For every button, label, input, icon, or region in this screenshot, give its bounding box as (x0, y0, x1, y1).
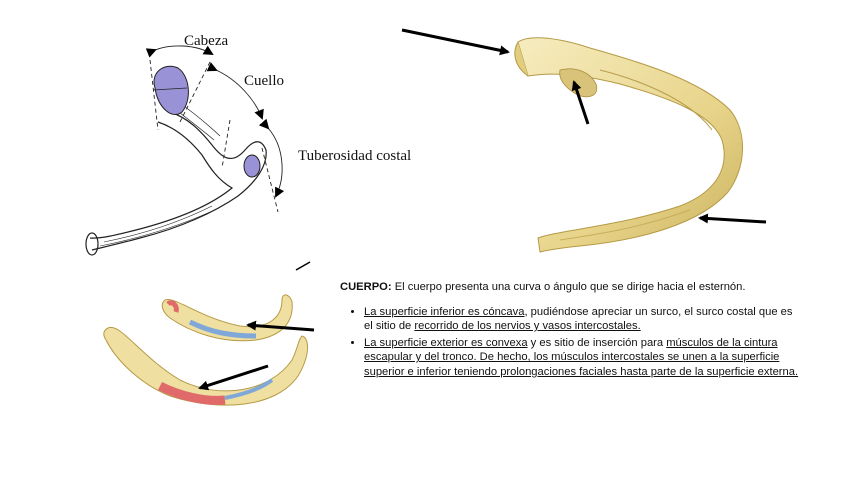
body-heading: CUERPO: El cuerpo presenta una curva o á… (340, 280, 804, 295)
arrow-tubercle (571, 80, 590, 125)
bullet1-text: , pudiéndose apreciar un surco, el surco… (364, 305, 793, 333)
bullet-exterior-surface: La superficie exterior es convexa y es s… (364, 336, 804, 380)
body-description: CUERPO: El cuerpo presenta una curva o á… (334, 280, 804, 382)
arrow-inner-surface (246, 320, 315, 332)
bullet1-underlined-2: recorrido de los nervios y vasos interco… (414, 320, 641, 333)
arrows (198, 28, 767, 391)
body-heading-bold: CUERPO: (340, 281, 392, 293)
bullet1-underlined-1: La superficie inferior es cóncava (364, 305, 525, 318)
label-head: Cabeza (184, 33, 229, 49)
body-bullets: La superficie inferior es cóncava, pudié… (334, 305, 804, 380)
label-tubercle: Tuberosidad costal (298, 148, 412, 164)
label-neck: Cuello (244, 73, 284, 89)
arrow-head-joint (401, 28, 510, 56)
rib-colored-pair (103, 294, 308, 406)
bullet2-text: y es sitio de inserción para (527, 336, 667, 349)
bullet2-underlined-1: La superficie exterior es convexa (364, 336, 528, 349)
tubercle-facet (243, 154, 261, 178)
rib-head-facet (153, 65, 189, 115)
arrow-outer-surface (198, 364, 269, 391)
arrow-costal-groove (698, 213, 767, 224)
body-heading-text: El cuerpo presenta una curva o ángulo qu… (391, 281, 746, 293)
bullet-inferior-surface: La superficie inferior es cóncava, pudié… (364, 305, 804, 334)
arrow-stub (295, 261, 311, 271)
bullet2-underlined-2: músculos de la cintura escapular y del t… (364, 336, 799, 378)
